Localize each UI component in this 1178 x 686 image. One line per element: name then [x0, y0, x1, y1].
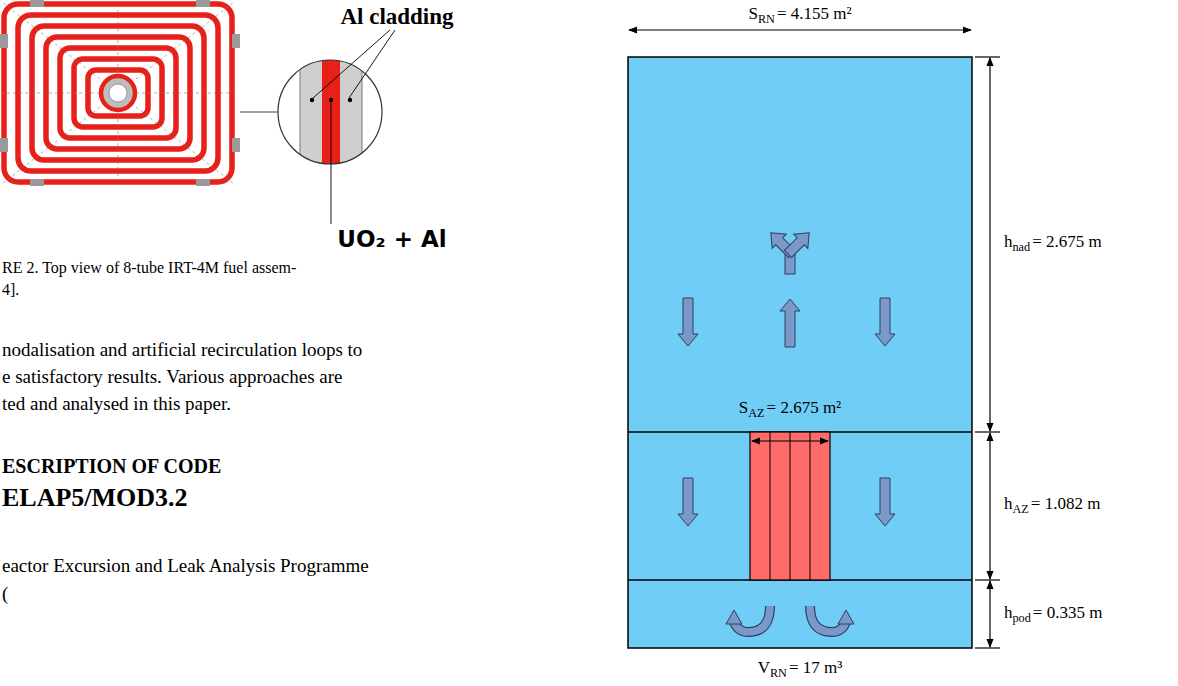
symbol-text: h	[1004, 232, 1013, 251]
fuel-tube	[60, 48, 176, 138]
subscript: RN	[770, 666, 787, 680]
spacer-tab	[232, 34, 240, 48]
section-line	[136, 93, 234, 94]
central-channel	[109, 84, 127, 102]
flow-arrow	[726, 610, 742, 624]
text-label: Al cladding	[340, 4, 453, 30]
section-line	[118, 107, 119, 184]
subscript: nad	[1013, 240, 1031, 254]
symbol-text: = 2.675 m	[1032, 232, 1102, 251]
text-label: (	[2, 583, 8, 605]
detail-leader	[240, 112, 278, 113]
spacer-tab	[30, 0, 44, 7]
symbol-text: = 2.675 m²	[767, 398, 842, 417]
dimension-label: hAZ= 1.082 m	[1004, 494, 1100, 516]
dimension-label: hpod= 0.335 m	[1004, 603, 1102, 625]
spacer-tab	[30, 179, 44, 186]
symbol-text: h	[1004, 494, 1013, 513]
spacer-tab	[0, 138, 8, 152]
subscript: AZ	[748, 406, 764, 420]
section-line	[136, 2, 234, 79]
cladding-detail	[278, 30, 395, 224]
section-line	[2, 2, 100, 79]
symbol-text: S	[739, 398, 748, 417]
text-label: UO₂ + Al	[337, 226, 446, 252]
flow-arrow	[678, 478, 698, 526]
text-label: eactor Excursion and Leak Analysis Progr…	[2, 555, 369, 577]
flow-arrow	[875, 478, 895, 526]
flow-arrows	[678, 226, 895, 632]
spacer-tab	[196, 0, 210, 7]
text-label: nodalisation and artificial recirculatio…	[2, 339, 362, 361]
subscript: AZ	[1013, 502, 1029, 516]
symbol-text: = 4.155 m²	[777, 4, 852, 23]
symbol-text: = 0.335 m	[1033, 603, 1103, 622]
text-label: e satisfactory results. Various approach…	[2, 366, 342, 388]
symbol-text: = 17 m³	[789, 658, 842, 677]
assembly-ground	[0, 0, 240, 186]
fuel-assembly	[0, 0, 240, 186]
spacer-tab	[232, 138, 240, 152]
fuel-tube	[18, 15, 218, 171]
subscript: pod	[1013, 611, 1031, 625]
text-label: RE 2. Top view of 8-tube IRT-4M fuel ass…	[2, 259, 296, 277]
text-label: ESCRIPTION OF CODE	[2, 455, 221, 478]
spacer-tab	[0, 34, 8, 48]
dimension-label: SAZ= 2.675 m²	[739, 398, 841, 420]
dimension-label: SRN= 4.155 m²	[748, 4, 851, 26]
flow-arrow	[678, 298, 698, 346]
reactor-vessel	[628, 57, 972, 648]
section-line	[136, 107, 234, 184]
section-line	[118, 2, 119, 79]
dimension-label: hnad= 2.675 m	[1004, 232, 1102, 254]
section-line	[2, 93, 100, 94]
subscript: RN	[758, 12, 775, 26]
symbol-text: = 1.082 m	[1031, 494, 1101, 513]
flow-arrow	[875, 298, 895, 346]
symbol-text: S	[748, 4, 757, 23]
dimension-lines	[629, 30, 1000, 648]
section-line	[2, 107, 100, 184]
text-label: ted and analysed in this paper.	[2, 393, 231, 415]
fuel-tube	[101, 76, 135, 110]
spacer-tab	[196, 179, 210, 186]
text-label: ELAP5/MOD3.2	[2, 483, 188, 513]
text-label: 4].	[2, 281, 19, 299]
symbol-text: h	[1004, 603, 1013, 622]
symbol-text: V	[758, 658, 770, 677]
flow-arrow	[838, 610, 854, 624]
dimension-label: VRN= 17 m³	[758, 658, 843, 680]
flow-arrow	[781, 226, 816, 261]
flow-arrow	[780, 299, 800, 347]
